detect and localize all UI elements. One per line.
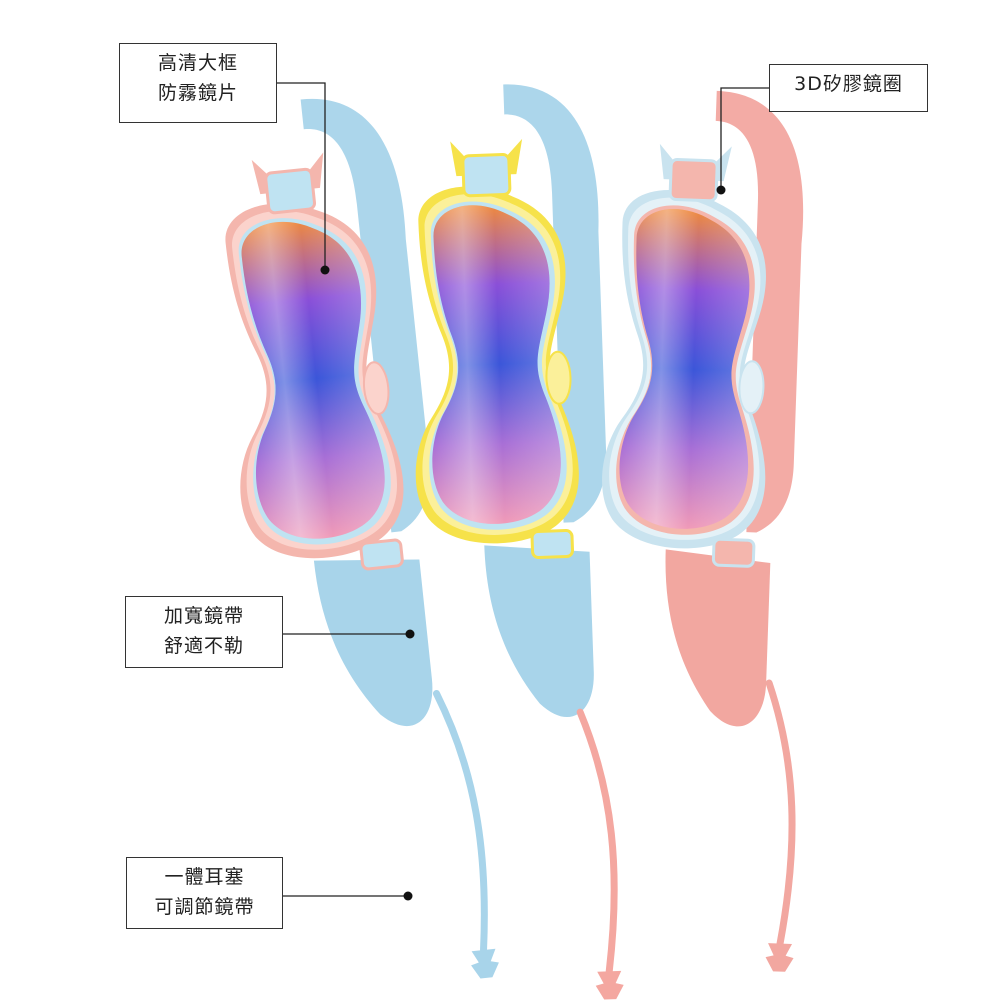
leader-earplug-dot [403, 891, 413, 901]
bottom-buckle [530, 529, 575, 560]
goggle-lens-sheen [432, 205, 561, 524]
callout-lens: 高清大框 防霧鏡片 [119, 43, 277, 123]
callout-silicone-ring-line-1: 3D矽膠鏡圈 [794, 73, 903, 95]
side-fin [738, 360, 765, 415]
earplug-cord [576, 708, 618, 975]
bottom-buckle [359, 538, 404, 571]
leader-silicone-ring-dot [716, 185, 726, 195]
callout-strap: 加寬鏡帶 舒適不勒 [125, 596, 283, 668]
callout-lens-line-2: 防霧鏡片 [157, 82, 238, 104]
callout-earplug-line-2: 可調節鏡帶 [154, 896, 255, 918]
top-buckle [264, 167, 317, 215]
top-buckle [668, 158, 719, 203]
goggle-pink-frame-blue-strap [225, 98, 499, 979]
earplug-cord [432, 689, 488, 954]
leader-lens-dot [320, 265, 330, 275]
side-fin [545, 350, 572, 405]
callout-silicone-ring: 3D矽膠鏡圈 [769, 64, 928, 112]
leader-lens [277, 82, 326, 270]
earplug-icon [471, 948, 499, 979]
strap-lower [313, 559, 433, 726]
strap-back [300, 98, 430, 533]
side-fin [362, 361, 390, 416]
strap-lower [665, 549, 771, 727]
top-buckle [461, 153, 512, 198]
goggle-blue-frame-pink-strap [602, 90, 804, 972]
leader-silicone-ring [720, 87, 769, 190]
goggle-yellow-frame-blue-strap [415, 84, 624, 1000]
leader-strap-dot [405, 629, 415, 639]
callout-strap-line-1: 加寬鏡帶 [163, 605, 244, 627]
strap-lower [484, 545, 594, 717]
goggle-lens-sheen [241, 221, 385, 539]
bottom-buckle [711, 537, 756, 568]
callout-lens-line-1: 高清大框 [157, 52, 238, 74]
earplug-cord [765, 679, 796, 948]
goggle-lens-sheen [619, 209, 750, 529]
earplug-icon [595, 970, 624, 1000]
earplug-icon [765, 943, 794, 972]
strap-back [503, 84, 607, 523]
callout-earplug: 一體耳塞 可調節鏡帶 [126, 857, 283, 929]
callout-strap-line-2: 舒適不勒 [163, 635, 244, 657]
callout-earplug-line-1: 一體耳塞 [164, 866, 245, 888]
